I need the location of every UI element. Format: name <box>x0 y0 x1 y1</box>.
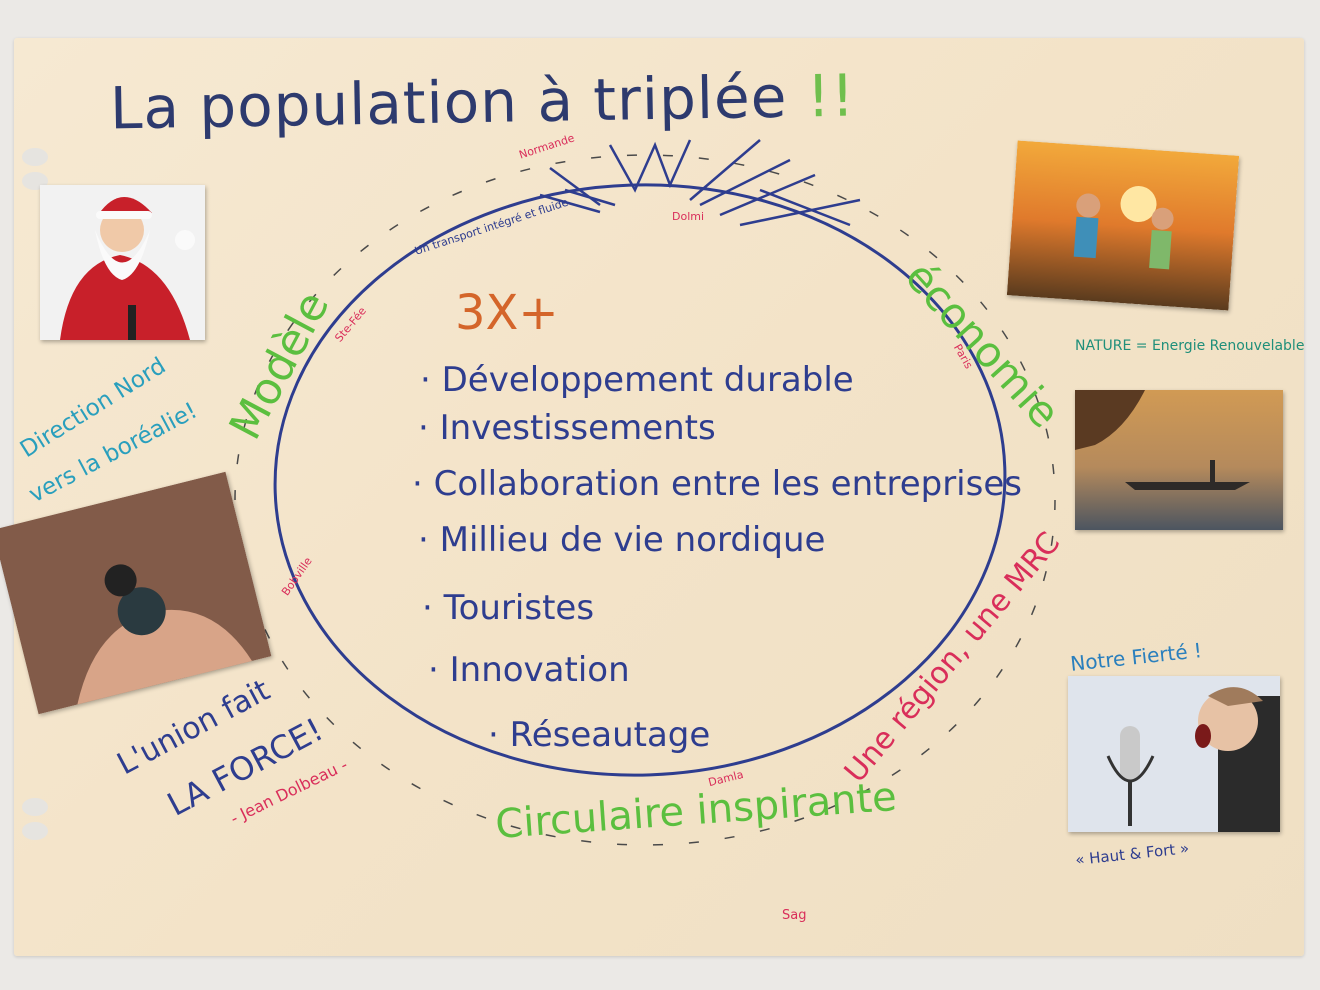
bullet-item: · Développement durable <box>420 360 854 400</box>
nature-note: NATURE = Energie Renouvelable <box>1075 338 1305 354</box>
bullet-item: · Touristes <box>422 588 595 628</box>
bullet-item: · Investissements <box>418 408 716 448</box>
bullet-item: · Réseautage <box>488 715 711 755</box>
fisherman-lake-photo <box>1075 390 1283 530</box>
children-sunset-photo <box>1006 140 1240 311</box>
santa-photo <box>40 185 205 340</box>
bullet-item: · Millieu de vie nordique <box>418 520 826 560</box>
bullet-item: · Collaboration entre les entreprises <box>412 464 1022 504</box>
title-exclamation: !! <box>806 61 856 131</box>
punch-hole <box>22 798 48 816</box>
sunburst <box>539 139 861 227</box>
place-marker: Sag <box>782 908 807 923</box>
compass-hand-photo <box>0 471 272 715</box>
punch-hole <box>22 148 48 166</box>
center-heading: 3X+ <box>455 285 559 341</box>
punch-hole <box>22 822 48 840</box>
poster-title: La population à triplée !! <box>109 61 856 143</box>
dashed-ring <box>234 154 1056 846</box>
blue-ellipse <box>273 183 1007 777</box>
place-marker: Dolmi <box>672 210 705 223</box>
boy-microphone-photo <box>1068 676 1280 832</box>
bullet-item: · Innovation <box>428 650 630 690</box>
